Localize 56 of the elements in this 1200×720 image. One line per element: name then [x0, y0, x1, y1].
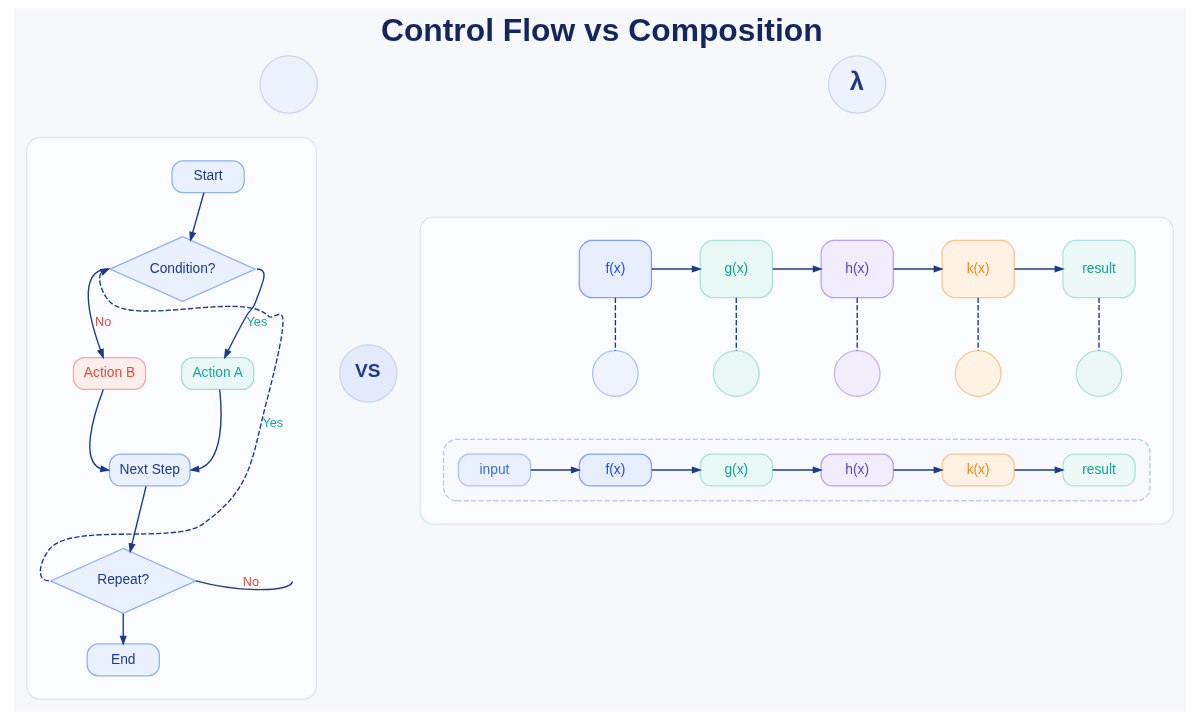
cluster [442, 438, 1151, 502]
arrow [530, 466, 582, 474]
arrow [223, 268, 265, 360]
node-diamond: Repeat? [49, 547, 198, 614]
node-box: Next Step [108, 453, 191, 487]
arrow [89, 388, 111, 473]
arrow [119, 612, 127, 646]
node-box: h(x) [820, 453, 894, 487]
arrow [1013, 265, 1065, 273]
node-box: result [1062, 453, 1136, 487]
node-circle: VS [338, 344, 398, 403]
node-circle [954, 350, 1002, 397]
node-box: End [86, 643, 160, 677]
node-box: result [1062, 239, 1136, 299]
arrow [771, 466, 823, 474]
node-box: g(x) [699, 453, 773, 487]
arrow [651, 466, 703, 474]
node-box: input [457, 453, 532, 487]
node-circle [1075, 350, 1123, 397]
edge-label: No [242, 574, 260, 590]
arrow [1013, 466, 1065, 474]
node-box: Action A [180, 356, 255, 391]
arrow [892, 265, 944, 273]
node-diamond: Condition? [108, 236, 257, 303]
connector [735, 297, 737, 352]
node-circle [833, 350, 881, 397]
edge-label: Yes [246, 314, 268, 330]
arrow [189, 388, 222, 473]
arrow [892, 466, 944, 474]
edge-label: No [94, 314, 112, 330]
node-circle [259, 55, 318, 114]
node-box: k(x) [941, 239, 1015, 299]
node-circle [712, 350, 760, 397]
cluster [419, 216, 1174, 525]
connector [977, 297, 979, 352]
node-box: g(x) [699, 239, 773, 299]
node-box: f(x) [578, 239, 653, 299]
arrow [651, 265, 703, 273]
arrow [128, 485, 147, 554]
connector [1098, 297, 1100, 352]
arrow [771, 265, 823, 273]
arrow [87, 268, 110, 360]
node-circle [591, 350, 639, 397]
node-box: k(x) [941, 453, 1015, 487]
node-box: h(x) [820, 239, 894, 299]
arrow [189, 192, 205, 242]
node-box: Start [171, 160, 245, 194]
diagram-title: Control Flow vs Composition [380, 12, 823, 49]
node-box: Action B [72, 356, 147, 391]
connector [614, 297, 617, 352]
edge-label: Yes [262, 415, 284, 431]
connector [195, 580, 294, 591]
arrow [39, 268, 284, 582]
connector [856, 297, 858, 352]
node-circle: λ [827, 55, 887, 114]
node-box: f(x) [578, 453, 653, 487]
